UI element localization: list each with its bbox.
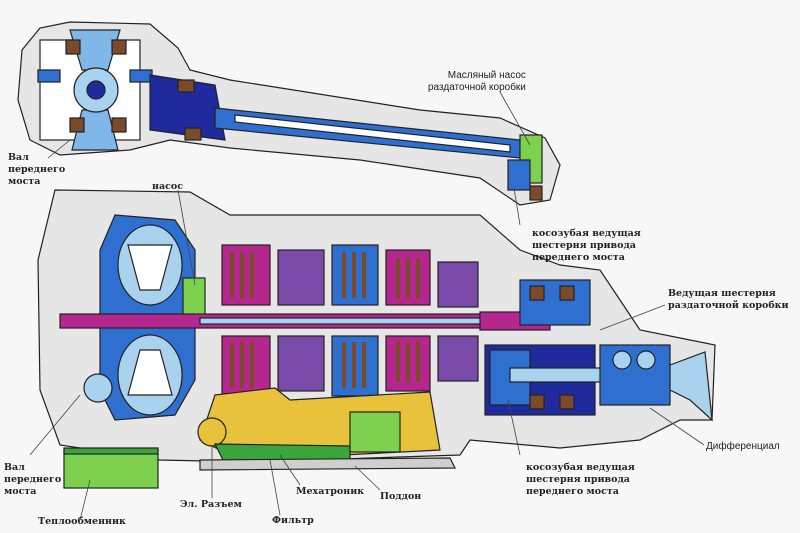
label-connector: Эл. Разъем	[180, 499, 242, 510]
leader-filter	[269, 459, 281, 516]
differential-gear	[636, 350, 656, 370]
leader-oil-pump	[499, 91, 531, 146]
differential-housing	[599, 344, 671, 406]
leader-pan	[354, 465, 381, 491]
leader-helical-bottom	[507, 399, 521, 456]
bearing	[111, 39, 127, 55]
label-oil-pump: Масляный насос раздаточной коробки	[428, 70, 526, 93]
bearing	[529, 394, 545, 410]
label-differential: Дифференциал	[706, 441, 780, 452]
bearing	[65, 39, 81, 55]
heat-exchanger-port	[83, 373, 113, 403]
label-front-shaft-bottom: Вал переднего моста	[4, 462, 62, 497]
filter-element	[349, 411, 401, 453]
heat-exchanger	[63, 449, 159, 489]
transfer-case-housing	[17, 21, 561, 206]
coupling-center	[86, 80, 106, 100]
oil-pan	[199, 457, 456, 471]
clutch-pack-5-lower	[437, 335, 479, 382]
bearing	[529, 285, 545, 301]
label-front-shaft-top: Вал переднего моста	[8, 152, 66, 187]
bearing	[559, 394, 575, 410]
coupling-flange-right	[129, 69, 153, 83]
bearing	[529, 185, 543, 201]
leader-helical-top	[513, 187, 521, 226]
label-transfer-drive-gear: Ведущая шестерня раздаточной коробки	[668, 288, 789, 311]
bearing	[111, 117, 127, 133]
output-flange	[669, 351, 713, 422]
clutch-pack-2	[277, 249, 325, 306]
bearing	[184, 127, 202, 141]
connector-plug	[197, 417, 227, 447]
clutch-pack-5	[437, 261, 479, 308]
leader-lines	[29, 91, 705, 521]
bearing	[559, 285, 575, 301]
leader-transfer-drive	[599, 304, 666, 331]
leader-differential	[649, 407, 705, 446]
differential-gear	[612, 350, 632, 370]
leader-front-shaft-bottom	[29, 394, 81, 456]
label-pump: насос	[152, 181, 184, 192]
clutch-pack-1	[221, 244, 271, 306]
transfer-case-assembly	[17, 21, 561, 206]
leader-heat-exchanger	[79, 479, 91, 521]
drive-gear-top	[507, 159, 531, 191]
clutch-plates	[230, 252, 420, 388]
bearing	[177, 79, 195, 93]
bearing	[69, 117, 85, 133]
label-helical-gear-top: косозубая ведущая шестерня привода перед…	[532, 228, 641, 263]
label-filter: Фильтр	[272, 515, 314, 526]
leader-mechatronic	[279, 454, 301, 486]
impeller-upper	[127, 244, 173, 291]
label-pan: Поддон	[380, 491, 422, 502]
leader-pump	[177, 189, 196, 286]
gearbox-assembly	[37, 189, 716, 489]
impeller-lower	[127, 349, 173, 396]
label-helical-gear-bottom: косозубая ведущая шестерня привода перед…	[526, 462, 635, 497]
shaft-bore	[234, 114, 511, 153]
heat-exchanger-top	[63, 447, 159, 455]
label-mechatronic: Мехатроник	[296, 486, 365, 497]
label-heat-exchanger: Теплообменник	[38, 516, 126, 527]
leader-front-shaft-top	[47, 139, 71, 159]
oil-pump	[182, 277, 206, 319]
coupling-flange-left	[37, 69, 61, 83]
coupling-cone	[69, 29, 121, 71]
clutch-pack-2-lower	[277, 335, 325, 392]
clutch-pack-1-lower	[221, 335, 271, 397]
